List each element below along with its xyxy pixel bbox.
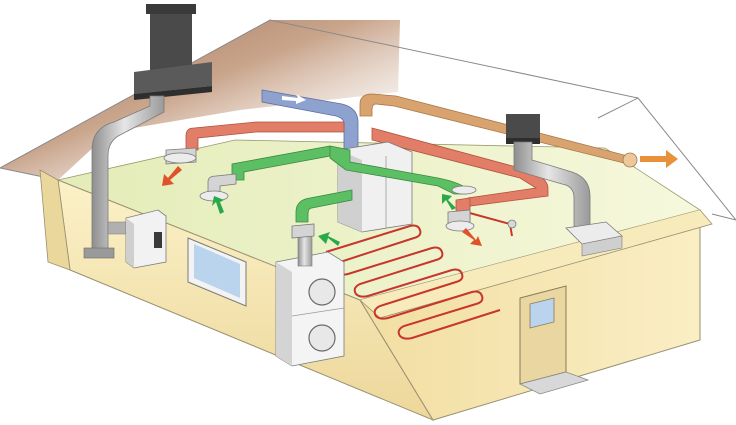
extract-valve-right-disc — [445, 220, 475, 232]
flue-pipe-base — [83, 247, 115, 259]
extract-duct-left — [185, 121, 345, 151]
extract-arrow-right — [462, 228, 482, 246]
washer-door — [308, 324, 336, 352]
chimney-cap — [146, 4, 196, 14]
boiler-side — [126, 218, 134, 268]
exhaust-arrow — [640, 150, 678, 168]
supply-duct-front — [295, 189, 353, 223]
window-glass — [194, 244, 240, 298]
front-wall-face — [39, 169, 71, 271]
range-hood-front — [581, 235, 623, 257]
washer-dryer-divider — [291, 307, 345, 317]
exhaust-grille — [622, 152, 638, 168]
door-window — [529, 297, 555, 329]
extract-arrow-left — [162, 166, 182, 186]
flue-pipe — [91, 95, 165, 256]
supply-duct-branch — [329, 145, 467, 195]
extract-valve-left-disc — [163, 152, 197, 164]
boiler-display — [154, 232, 162, 248]
supply-valve-right-disc — [451, 185, 477, 195]
washer-dryer-side — [276, 262, 292, 366]
supply-arrow-right — [442, 194, 456, 210]
supply-arrow-front — [318, 232, 340, 246]
roof-outline — [0, 19, 736, 221]
wall-top-edge — [359, 209, 713, 319]
roof-vent-hood — [506, 114, 540, 138]
door-step — [518, 371, 590, 395]
chimney-base — [134, 62, 212, 94]
supply-duct-left-elbow — [207, 173, 237, 193]
supply-valve-front — [291, 223, 315, 239]
dryer-door — [308, 278, 336, 306]
extract-valve-right — [447, 209, 471, 225]
dryer-vent-pipe — [297, 235, 313, 267]
supply-arrow-left — [212, 196, 224, 214]
underfloor-valve — [507, 219, 517, 229]
fresh-air-arrow — [282, 94, 306, 104]
